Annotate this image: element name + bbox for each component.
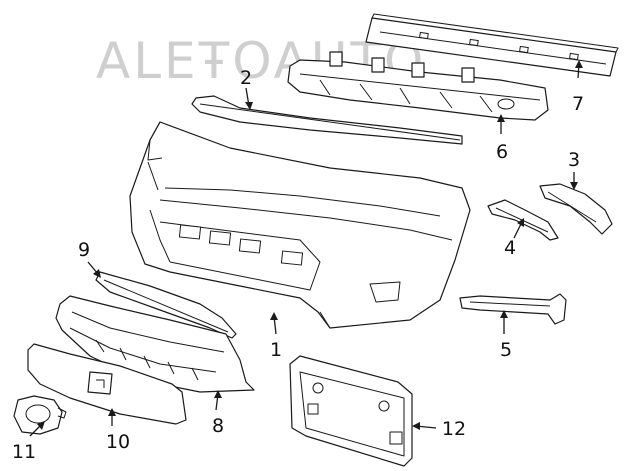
- lower-grille: [27, 343, 187, 425]
- callout-7: 7: [572, 93, 584, 115]
- callout-3: 3: [568, 149, 580, 171]
- leader-lines: [29, 60, 583, 437]
- callout-5: 5: [500, 339, 512, 361]
- callout-4: 4: [504, 237, 516, 259]
- lower-side-bracket: [459, 293, 567, 325]
- tow-hook-cover: [13, 395, 67, 435]
- lower-grille-support: [55, 295, 255, 393]
- callout-9: 9: [78, 239, 90, 261]
- callout-8: 8: [212, 415, 224, 437]
- energy-absorber: [287, 51, 549, 121]
- right-side-bracket: [539, 183, 613, 235]
- callout-2: 2: [240, 67, 252, 89]
- grille-trim-strip: [95, 271, 237, 339]
- callout-11: 11: [12, 441, 36, 463]
- reinforcement-beam: [365, 13, 619, 77]
- upper-bumper-bracket: [191, 95, 463, 145]
- callout-10: 10: [106, 431, 130, 453]
- callout-1: 1: [270, 339, 282, 361]
- license-plate-bracket: [289, 355, 413, 467]
- callout-6: 6: [496, 141, 508, 163]
- callout-12: 12: [442, 418, 466, 440]
- front-bumper-fascia: [129, 121, 471, 329]
